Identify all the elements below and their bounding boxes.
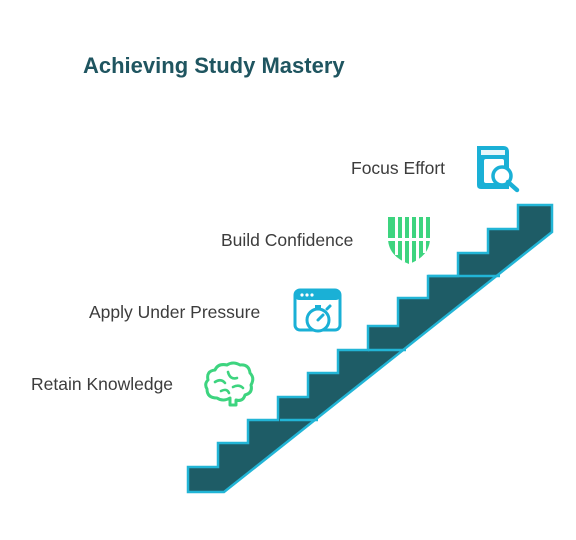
step-label-apply-under-pressure: Apply Under Pressure (89, 302, 261, 322)
book-search-icon (477, 146, 520, 193)
brain-icon (204, 361, 255, 407)
step-label-retain-knowledge: Retain Knowledge (31, 374, 174, 394)
staircase-landings (280, 274, 500, 422)
shield-icon (388, 217, 430, 264)
step-label-build-confidence: Build Confidence (221, 230, 354, 250)
step-label-focus-effort: Focus Effort (351, 158, 446, 178)
diagram-title: Achieving Study Mastery (83, 53, 345, 78)
stopwatch-window-icon (293, 288, 342, 333)
